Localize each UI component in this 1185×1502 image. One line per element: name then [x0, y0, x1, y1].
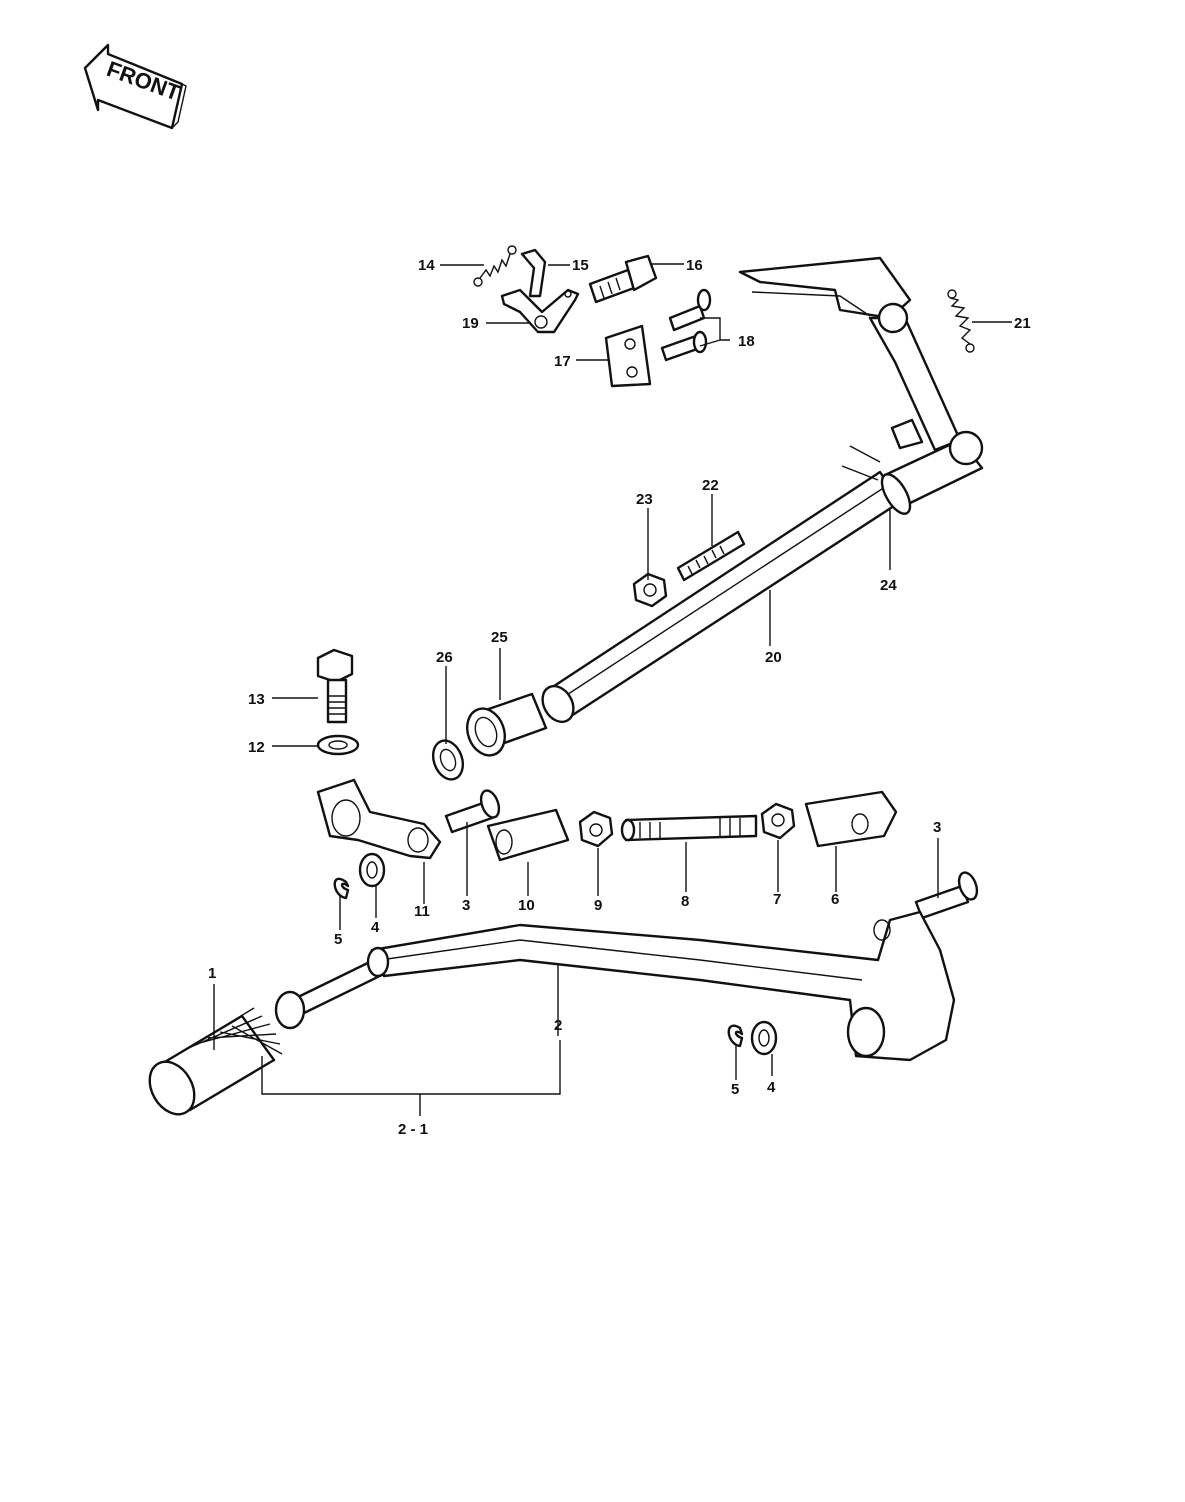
brake-pedal	[274, 910, 956, 1062]
callout-4-right: 4	[767, 1079, 776, 1096]
nut-7	[760, 802, 796, 840]
callout-2: 2	[554, 1017, 562, 1034]
return-spring	[947, 289, 975, 353]
e-clip-5-right	[727, 1024, 744, 1048]
washer-4-right	[750, 1020, 778, 1056]
callout-7: 7	[773, 891, 781, 908]
stud-bolt	[676, 530, 746, 582]
clevis-pin	[444, 789, 501, 834]
pedal-rubber	[148, 1007, 283, 1116]
nut-9	[578, 810, 614, 848]
callout-8: 8	[681, 893, 689, 910]
switch-arm	[520, 248, 547, 298]
callout-14: 14	[418, 257, 435, 274]
brake-rod	[620, 814, 758, 842]
callout-21: 21	[1014, 315, 1031, 332]
callout-3-right: 3	[933, 819, 941, 836]
hex-bolt	[316, 648, 354, 724]
screws-18	[660, 288, 712, 362]
mounting-plate	[604, 324, 652, 388]
callout-23: 23	[636, 491, 653, 508]
small-spring	[473, 245, 517, 287]
callout-5-left: 5	[334, 931, 342, 948]
clevis-pin-right	[914, 871, 979, 920]
callout-6: 6	[831, 891, 839, 908]
callout-16: 16	[686, 257, 703, 274]
callout-24: 24	[880, 577, 897, 594]
clevis-6	[804, 790, 898, 848]
callout-25: 25	[491, 629, 508, 646]
oil-seal	[431, 739, 465, 781]
lever-arm	[316, 778, 442, 860]
switch-bracket	[500, 288, 580, 334]
callout-13: 13	[248, 691, 265, 708]
callout-22: 22	[702, 477, 719, 494]
clevis-10	[486, 808, 570, 862]
bolt-16	[588, 254, 658, 304]
front-arrow-icon: FRONT	[83, 43, 187, 130]
e-clip-5-left	[333, 877, 350, 900]
callout-labels: 1 2 2 - 1 3 3 4 4 5 5 6 7 8 9 10 11 12 1…	[208, 257, 1031, 1138]
callout-19: 19	[462, 315, 479, 332]
callout-12: 12	[248, 739, 265, 756]
callout-11: 11	[414, 903, 430, 920]
callout-15: 15	[572, 257, 589, 274]
callout-2-1: 2 - 1	[398, 1121, 428, 1138]
callout-26: 26	[436, 649, 453, 666]
washer-12	[316, 734, 360, 756]
callout-17: 17	[554, 353, 571, 370]
callout-1: 1	[208, 965, 216, 982]
callout-20: 20	[765, 649, 782, 666]
callout-10: 10	[518, 897, 535, 914]
leader-lines	[213, 263, 1012, 1116]
nut-23	[632, 572, 668, 608]
brake-shaft	[541, 256, 984, 724]
callout-3-left: 3	[462, 897, 470, 914]
callout-9: 9	[594, 897, 602, 914]
callout-18: 18	[738, 333, 755, 350]
bushing	[465, 692, 548, 757]
callout-5-right: 5	[731, 1081, 739, 1098]
callout-4-left: 4	[371, 919, 380, 936]
washer-4-left	[358, 852, 386, 888]
